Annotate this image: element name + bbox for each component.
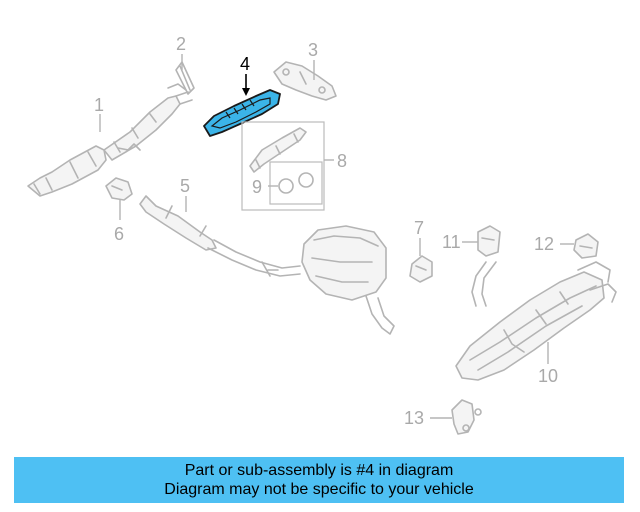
part-2-gasket <box>175 61 195 95</box>
rear-muffler-center <box>301 225 395 335</box>
exhaust-parts-diagram: 1 2 3 4 8 9 6 <box>27 34 617 435</box>
part-13-bracket <box>451 399 482 435</box>
info-banner: Part or sub-assembly is #4 in diagram Di… <box>14 457 624 503</box>
part-7-hanger <box>409 255 433 283</box>
part-6-clamp <box>105 177 133 201</box>
callout-12: 12 <box>534 234 554 254</box>
part-5-intermediate-pipe <box>139 195 301 277</box>
callout-8: 8 <box>337 151 347 171</box>
callout-6: 6 <box>114 224 124 244</box>
part-12-hanger <box>573 233 599 259</box>
part-11-clamp <box>477 225 501 257</box>
part-4-highlighted-gasket <box>203 89 281 137</box>
callout-4: 4 <box>240 54 250 74</box>
callout-11: 11 <box>442 232 461 252</box>
callout-1: 1 <box>94 95 104 115</box>
leader-4-arrowhead <box>242 88 250 96</box>
part-3-bracket <box>273 61 337 101</box>
callout-7: 7 <box>414 218 424 238</box>
part-8-box <box>241 121 325 211</box>
callout-9: 9 <box>252 177 262 197</box>
banner-line-1: Part or sub-assembly is #4 in diagram <box>184 462 454 479</box>
callout-2: 2 <box>176 34 186 54</box>
callout-5: 5 <box>180 176 190 196</box>
callout-13: 13 <box>404 408 424 428</box>
part-10-rear-muffler <box>455 261 617 381</box>
callout-3: 3 <box>308 40 318 60</box>
part-1-catalytic-converter <box>27 83 193 197</box>
banner-line-2: Diagram may not be specific to your vehi… <box>164 481 474 498</box>
callout-10: 10 <box>538 366 558 386</box>
